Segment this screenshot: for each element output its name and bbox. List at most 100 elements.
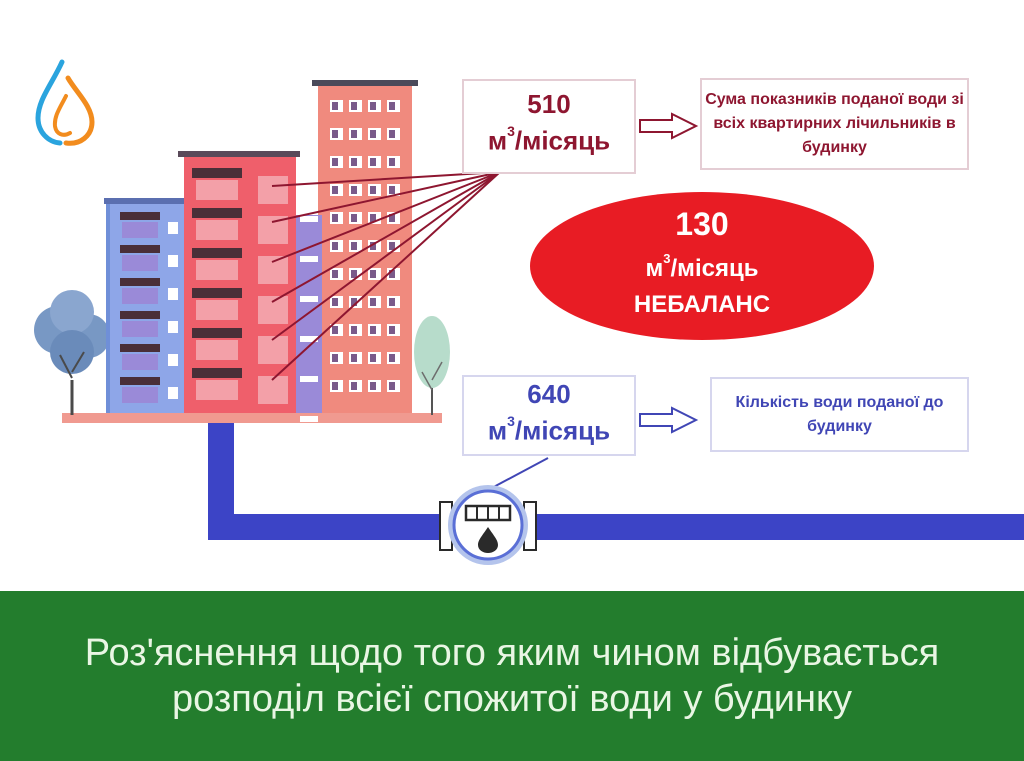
banner-title-line-2: розподіл всієї спожитої води у будинку [171,678,853,720]
building-window-pane [351,186,357,194]
apartment-meters-description: Сума показників поданої води зі всіх ква… [705,91,964,156]
building-window-pane [389,102,395,110]
building-window-pane [389,186,395,194]
side-window [300,256,318,262]
building-window-pane [389,270,395,278]
building-icon [104,198,200,413]
side-window [300,296,318,302]
building-window-pane [332,298,338,306]
balcony [196,340,238,360]
water-drop-logo-icon [35,59,95,146]
building-window-pane [332,158,338,166]
building-window-pane [332,102,338,110]
building-window-pane [332,270,338,278]
balcony [196,380,238,400]
building-window-pane [332,130,338,138]
building-window-pane [389,130,395,138]
apartment-meters-value: 510 [527,89,571,119]
tree-icon [414,316,450,415]
building-window-pane [389,214,395,222]
building-window-pane [332,186,338,194]
building-window-pane [351,298,357,306]
balcony [196,220,238,240]
building-window-pane [389,242,395,250]
water-pipe [208,420,1024,540]
building-window [258,216,288,244]
side-window [300,376,318,382]
building-window [258,376,288,404]
building-window-pane [370,354,376,362]
building-window-pane [332,242,338,250]
side-window [300,336,318,342]
building-window-pane [351,354,357,362]
ground-line [62,413,442,423]
meter-connection-line [487,457,549,491]
building-window-pane [351,130,357,138]
building-window-pane [389,298,395,306]
imbalance-unit: м3/місяць [645,251,759,282]
building-window-pane [351,382,357,390]
building-window-pane [370,214,376,222]
balcony-rail [192,328,242,338]
building-window [258,256,288,284]
building-window-pane [370,298,376,306]
balcony-rail [192,288,242,298]
apartment-meters-unit: м3/місяць [487,123,611,156]
house-meter-value: 640 [527,379,571,409]
tree-icon [34,290,110,415]
house-meter-description-box: Кількість води поданої до будинку [710,377,969,452]
building-window-pane [351,158,357,166]
balcony-rail [192,368,242,378]
apartment-meters-description-box: Сума показників поданої води зі всіх ква… [700,78,969,170]
building-icon [178,151,322,422]
balcony [196,260,238,280]
building-window-pane [332,326,338,334]
arrow-right-icon [639,406,699,434]
house-meter-description: Кількість води поданої до будинку [735,393,944,435]
building-window [258,296,288,324]
building-window-pane [351,214,357,222]
meter-connection-lines [271,171,501,381]
side-window [300,216,318,222]
imbalance-label: НЕБАЛАНС [633,291,771,318]
imbalance-value: 130 [675,206,729,242]
building-window-pane [351,326,357,334]
building-window-pane [332,354,338,362]
building-window-pane [389,354,395,362]
apartment-meters-value-box: 510 м3/місяць [462,79,636,174]
banner-title-line-1: Роз'яснення щодо того яким чином відбува… [84,632,940,674]
building-window-pane [351,102,357,110]
balcony-rail [192,208,242,218]
building-window-pane [370,382,376,390]
building-window-pane [389,326,395,334]
arrow-right-icon [639,112,699,140]
building-window-pane [370,186,376,194]
building-window-pane [370,102,376,110]
building-window [258,176,288,204]
building-window-pane [370,242,376,250]
explanation-banner: Роз'яснення щодо того яким чином відбува… [0,591,1024,761]
building-window-pane [351,242,357,250]
building-window-pane [370,326,376,334]
building-window-pane [351,270,357,278]
building-window-pane [332,382,338,390]
building-window-pane [389,158,395,166]
balcony [196,180,238,200]
building-window-pane [389,382,395,390]
balcony [196,300,238,320]
house-meter-value-box: 640 м3/місяць [462,375,636,456]
side-window [300,416,318,422]
building-window-pane [370,270,376,278]
balcony-rail [192,168,242,178]
water-meter-icon [439,485,537,565]
building-window [258,336,288,364]
building-window-pane [370,158,376,166]
building-icon [312,80,418,413]
house-meter-unit: м3/місяць [487,413,611,446]
balcony-rail [192,248,242,258]
building-window-pane [370,130,376,138]
building-window-pane [332,214,338,222]
imbalance-ellipse: 130 м3/місяць НЕБАЛАНС [530,192,874,340]
